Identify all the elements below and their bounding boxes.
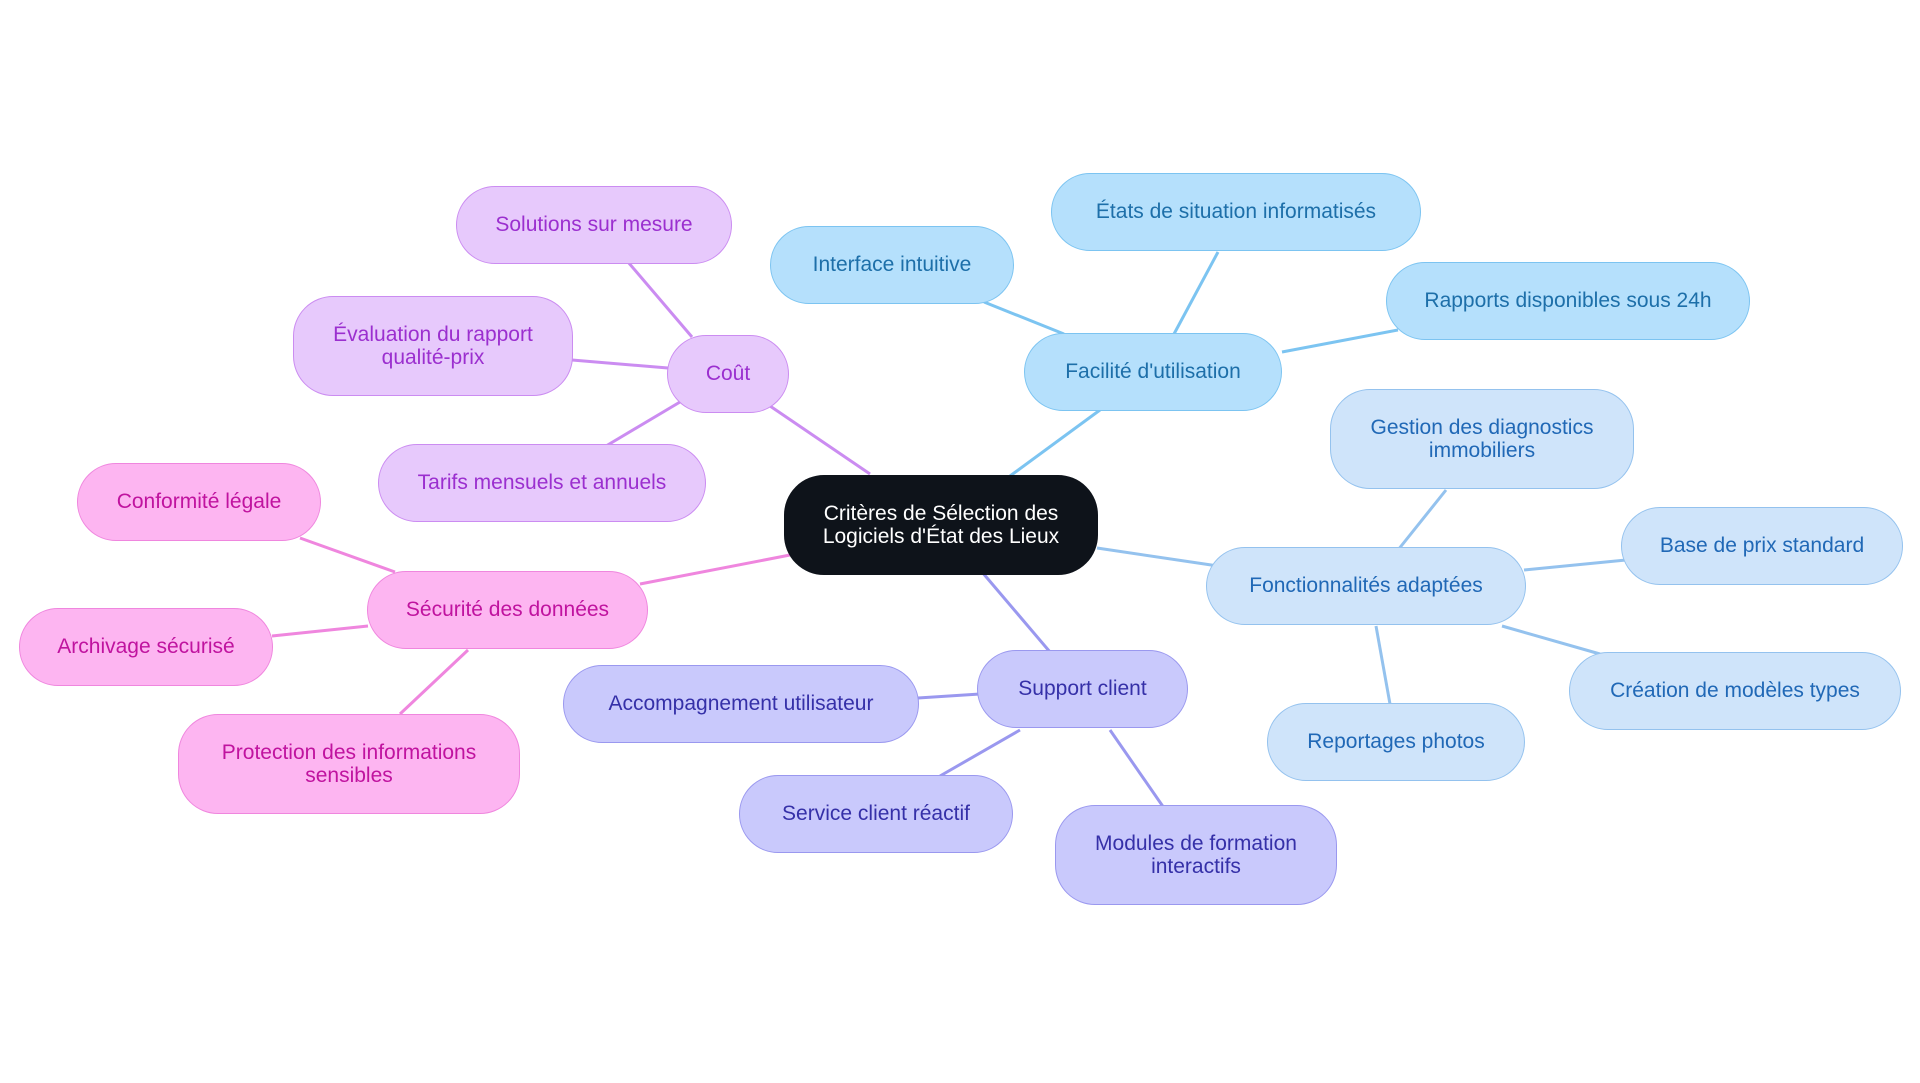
connector-securite-protection bbox=[398, 648, 470, 716]
leaf-creation-modeles[interactable]: Création de modèles types bbox=[1569, 652, 1901, 730]
connector-fonct-reportages bbox=[1374, 625, 1392, 705]
leaf-label: Service client réactif bbox=[782, 802, 970, 826]
branch-fonctionnalites[interactable]: Fonctionnalités adaptées bbox=[1206, 547, 1526, 625]
connector-facilite-interface bbox=[983, 300, 1065, 336]
root-label: Critères de Sélection des Logiciels d'Ét… bbox=[822, 501, 1060, 548]
leaf-base-prix[interactable]: Base de prix standard bbox=[1621, 507, 1903, 585]
leaf-label: Interface intuitive bbox=[812, 253, 972, 277]
connector-fonct-gestion bbox=[1396, 489, 1448, 551]
leaf-label: États de situation informatisés bbox=[1095, 200, 1377, 224]
leaf-protection-informations[interactable]: Protection des informations sensibles bbox=[178, 714, 520, 814]
leaf-label: Accompagnement utilisateur bbox=[608, 692, 874, 716]
connector-root-support bbox=[980, 571, 1052, 653]
connector-fonct-creation bbox=[1501, 624, 1601, 656]
connector-root-cout bbox=[769, 404, 871, 476]
connector-securite-archivage bbox=[271, 624, 369, 638]
connector-securite-conformite bbox=[299, 536, 396, 574]
leaf-label: Base de prix standard bbox=[1659, 534, 1865, 558]
connector-fonct-base bbox=[1523, 558, 1627, 572]
branch-label: Facilité d'utilisation bbox=[1065, 360, 1241, 384]
leaf-archivage-securise[interactable]: Archivage sécurisé bbox=[19, 608, 273, 686]
leaf-accompagnement[interactable]: Accompagnement utilisateur bbox=[563, 665, 919, 743]
branch-label: Support client bbox=[1018, 677, 1147, 701]
leaf-label: Reportages photos bbox=[1307, 730, 1485, 754]
leaf-label: Tarifs mensuels et annuels bbox=[417, 471, 667, 495]
connector-cout-solutions bbox=[626, 261, 694, 338]
connector-support-service bbox=[939, 728, 1021, 778]
branch-label: Coût bbox=[705, 362, 751, 386]
leaf-label: Modules de formation interactifs bbox=[1095, 831, 1297, 878]
leaf-tarifs[interactable]: Tarifs mensuels et annuels bbox=[378, 444, 706, 522]
connector-support-modules bbox=[1108, 729, 1166, 809]
root-node[interactable]: Critères de Sélection des Logiciels d'Ét… bbox=[784, 475, 1098, 575]
leaf-conformite-legale[interactable]: Conformité légale bbox=[77, 463, 321, 541]
connector-root-fonctionnalites bbox=[1096, 546, 1219, 568]
connector-facilite-rapports bbox=[1281, 328, 1399, 354]
leaf-rapports-24h[interactable]: Rapports disponibles sous 24h bbox=[1386, 262, 1750, 340]
leaf-reportages-photos[interactable]: Reportages photos bbox=[1267, 703, 1525, 781]
leaf-label: Protection des informations sensibles bbox=[221, 740, 477, 787]
branch-facilite[interactable]: Facilité d'utilisation bbox=[1024, 333, 1282, 411]
branch-securite[interactable]: Sécurité des données bbox=[367, 571, 648, 649]
leaf-label: Conformité légale bbox=[116, 490, 282, 514]
leaf-label: Gestion des diagnostics immobiliers bbox=[1370, 415, 1594, 462]
branch-label: Fonctionnalités adaptées bbox=[1249, 574, 1483, 598]
leaf-interface-intuitive[interactable]: Interface intuitive bbox=[770, 226, 1014, 304]
leaf-label: Évaluation du rapport qualité-prix bbox=[333, 322, 533, 369]
leaf-label: Archivage sécurisé bbox=[57, 635, 235, 659]
branch-support[interactable]: Support client bbox=[977, 650, 1188, 728]
branch-cout[interactable]: Coût bbox=[667, 335, 789, 413]
leaf-label: Création de modèles types bbox=[1610, 679, 1860, 703]
connector-support-accompagnement bbox=[917, 692, 981, 700]
leaf-etats-situation[interactable]: États de situation informatisés bbox=[1051, 173, 1421, 251]
leaf-gestion-diagnostics[interactable]: Gestion des diagnostics immobiliers bbox=[1330, 389, 1634, 489]
connector-root-securite bbox=[639, 553, 791, 586]
leaf-label: Rapports disponibles sous 24h bbox=[1424, 289, 1712, 313]
branch-label: Sécurité des données bbox=[405, 598, 610, 622]
leaf-evaluation-rapport[interactable]: Évaluation du rapport qualité-prix bbox=[293, 296, 573, 396]
connector-cout-evaluation bbox=[571, 358, 669, 370]
connector-facilite-etats bbox=[1172, 251, 1220, 335]
leaf-modules-formation[interactable]: Modules de formation interactifs bbox=[1055, 805, 1337, 905]
connector-root-facilite bbox=[1009, 408, 1101, 478]
leaf-solutions-sur-mesure[interactable]: Solutions sur mesure bbox=[456, 186, 732, 264]
connector-cout-tarifs bbox=[605, 400, 681, 448]
leaf-service-client[interactable]: Service client réactif bbox=[739, 775, 1013, 853]
leaf-label: Solutions sur mesure bbox=[495, 213, 693, 237]
